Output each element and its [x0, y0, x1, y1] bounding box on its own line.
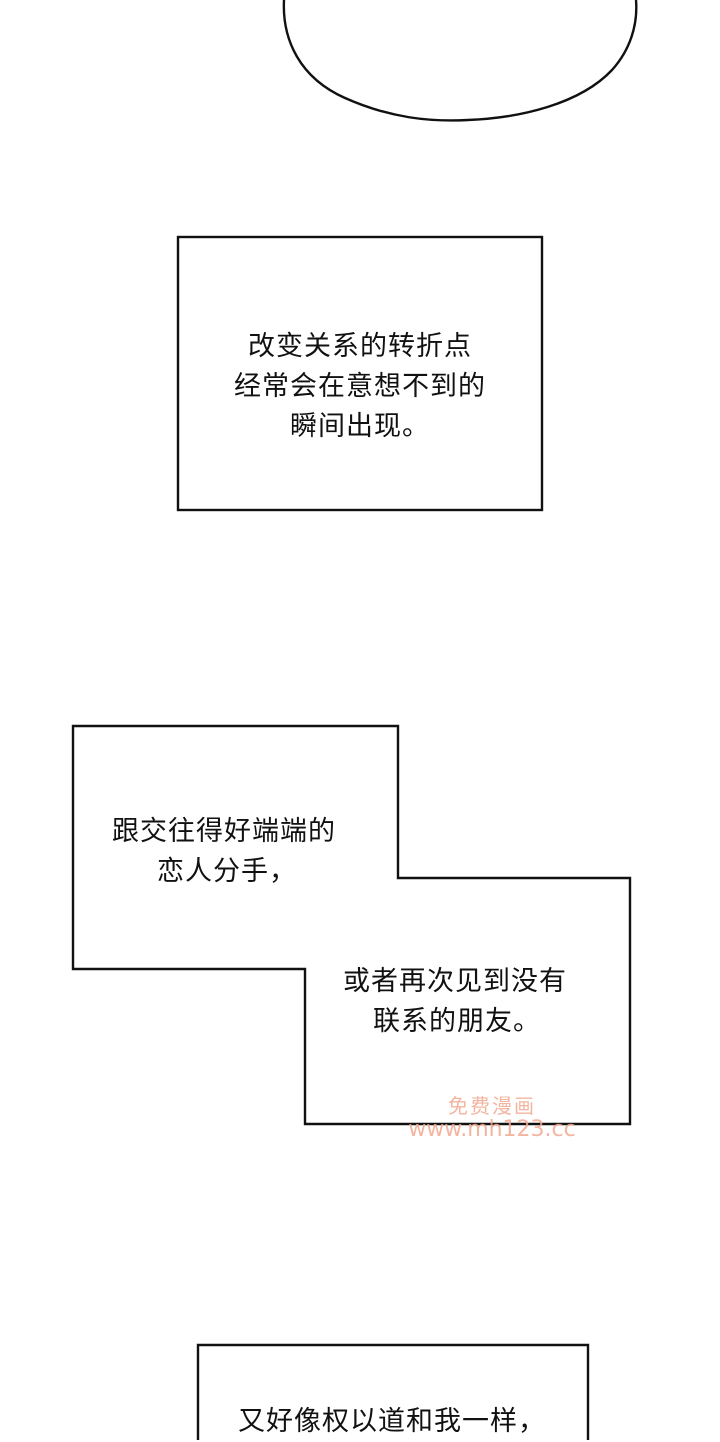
caption-1-line-3: 瞬间出现。: [290, 411, 430, 442]
caption-box-3: [196, 1343, 590, 1440]
caption-3-text: 又好像权以道和我一样，: [238, 1402, 546, 1442]
watermark: 免费漫画 www.mh123.cc: [392, 1094, 592, 1142]
caption-1-text: 改变关系的转折点 经常会在意想不到的 瞬间出现。: [178, 327, 542, 447]
caption-3-line-1: 又好像权以道和我一样，: [238, 1406, 546, 1437]
caption-1-line-1: 改变关系的转折点: [248, 331, 472, 362]
caption-2-bottom-text: 或者再次见到没有 联系的朋友。: [343, 962, 567, 1042]
caption-1-line-2: 经常会在意想不到的: [234, 371, 486, 402]
caption-2-bottom-line-2: 联系的朋友。: [373, 1006, 541, 1037]
watermark-url: www.mh123.cc: [408, 1117, 576, 1142]
caption-2-top-line-2: 恋人分手，: [157, 856, 297, 887]
caption-box-1: [176, 235, 544, 512]
watermark-title: 免费漫画: [448, 1094, 536, 1118]
caption-2-top-line-1: 跟交往得好端端的: [112, 816, 336, 847]
caption-box-2: [71, 724, 632, 1126]
caption-2-bottom-line-1: 或者再次见到没有: [343, 966, 567, 997]
speech-balloon-outline: [282, 0, 638, 122]
caption-2-top-text: 跟交往得好端端的 恋人分手，: [112, 812, 336, 892]
